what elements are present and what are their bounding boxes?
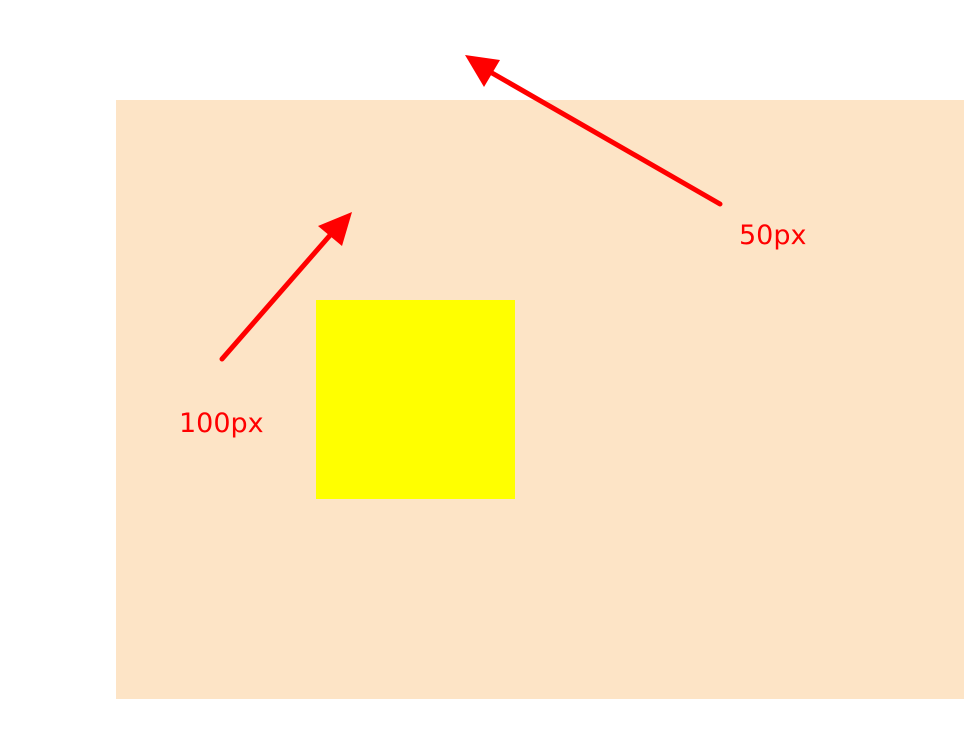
left-offset-label: 100px [179,408,264,439]
top-margin-label: 50px [739,220,807,251]
inner-yellow-square [316,300,515,499]
outer-container-box [116,100,964,699]
